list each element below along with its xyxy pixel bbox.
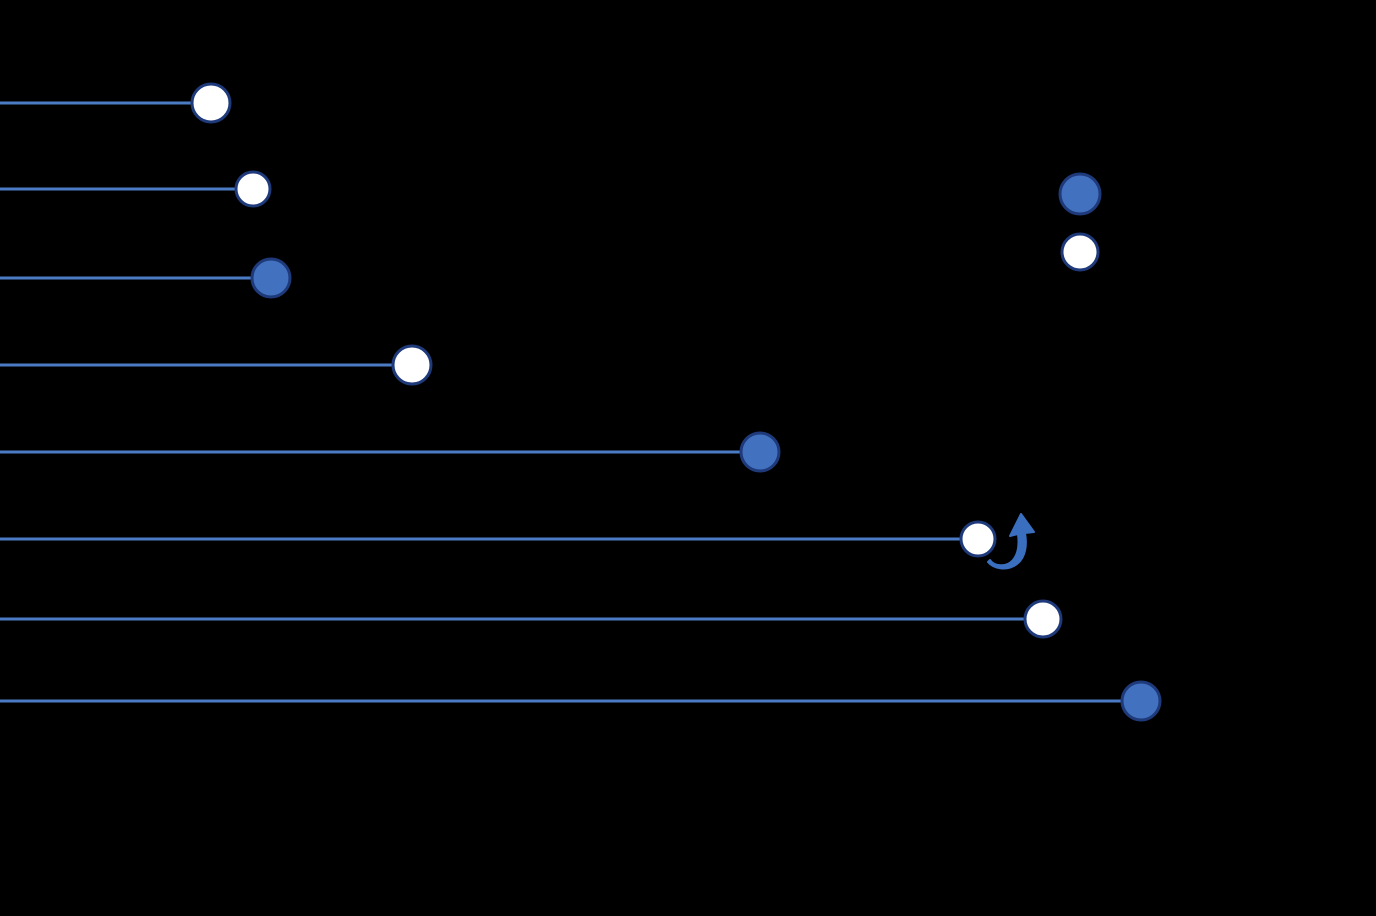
lollipop-row bbox=[0, 680, 1162, 722]
lollipop-row bbox=[0, 257, 292, 299]
lollipop-row bbox=[0, 82, 232, 124]
lollipop-rows bbox=[0, 82, 1162, 722]
row-marker-solid[interactable] bbox=[250, 257, 292, 299]
row-marker-open[interactable] bbox=[190, 82, 232, 124]
row-marker-solid[interactable] bbox=[739, 431, 781, 473]
row-marker-open[interactable] bbox=[1023, 599, 1063, 639]
legend-markers bbox=[1058, 172, 1102, 272]
curved-arrow-cursor[interactable] bbox=[987, 513, 1035, 570]
row-marker-open[interactable] bbox=[391, 344, 433, 386]
row-marker-solid[interactable] bbox=[1120, 680, 1162, 722]
lollipop-row bbox=[0, 431, 781, 473]
curved-arrow-icon[interactable] bbox=[987, 513, 1035, 570]
curved-arrow-shape bbox=[987, 513, 1035, 570]
lollipop-row bbox=[0, 344, 433, 386]
lollipop-row bbox=[0, 520, 997, 558]
row-marker-open[interactable] bbox=[959, 520, 997, 558]
row-marker-open[interactable] bbox=[234, 170, 272, 208]
lollipop-row bbox=[0, 170, 272, 208]
lollipop-row bbox=[0, 599, 1063, 639]
legend-marker-solid[interactable] bbox=[1058, 172, 1102, 216]
legend-marker-open[interactable] bbox=[1060, 232, 1100, 272]
